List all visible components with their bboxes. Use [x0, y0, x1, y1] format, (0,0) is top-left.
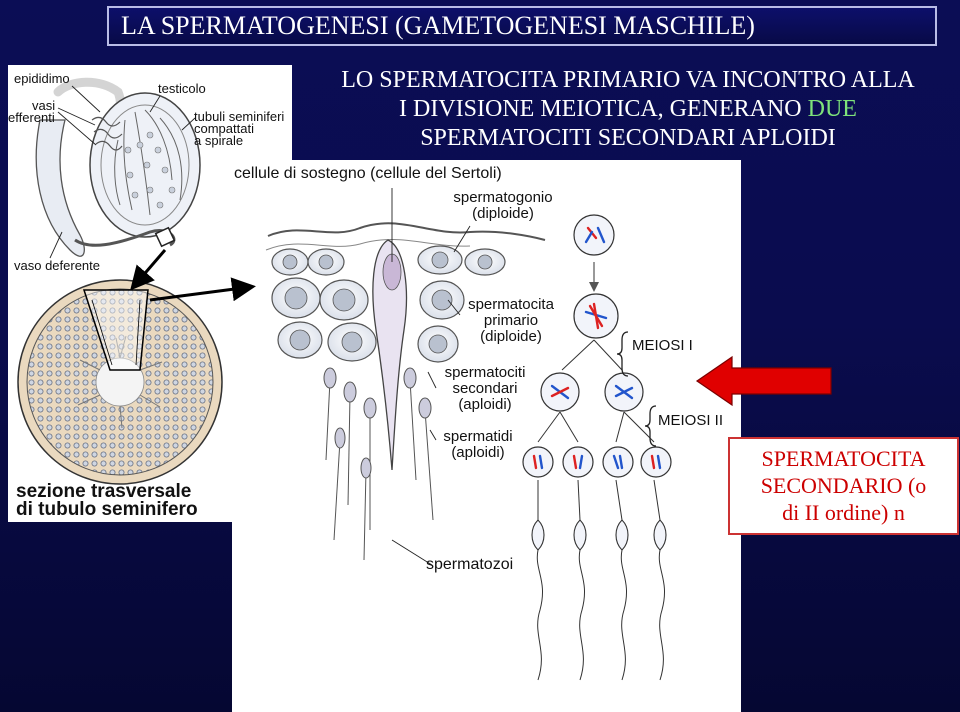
headline-highlight-due: DUE: [807, 96, 857, 122]
callout-secondary-spermatocyte: SPERMATOCITA SECONDARIO (o di II ordine)…: [728, 437, 959, 535]
arrow-to-detail: [149, 277, 256, 302]
label-spermatogonio-1: spermatogonio: [453, 189, 553, 206]
headline-line-2-text: I DIVISIONE MEIOTICA, GENERANO: [399, 96, 802, 122]
label-spermatogonio-2: (diploide): [472, 205, 534, 222]
meiosis-lineage-diagram: [522, 214, 672, 681]
label-tubuli-2: compattati: [194, 121, 254, 136]
callout-line-2: SECONDARIO (o: [760, 473, 927, 498]
label-spermatocita-2: primario: [483, 312, 539, 329]
label-epididimo: epididimo: [14, 71, 70, 86]
label-sertoli: cellule di sostegno (cellule del Sertoli…: [234, 165, 502, 182]
label-spermatidi-1: spermatidi: [443, 428, 513, 445]
callout-line-1: SPERMATOCITA: [761, 446, 926, 471]
label-efferenti: efferenti: [8, 110, 55, 125]
testis-drawing: [35, 77, 201, 259]
headline-line-1: LO SPERMATOCITA PRIMARIO VA INCONTRO ALL…: [341, 67, 915, 93]
headline-line-2: I DIVISIONE MEIOTICA, GENERANO DUE: [296, 95, 960, 124]
seminiferous-epithelium: [265, 188, 546, 566]
callout-line-3: di II ordine) n: [782, 500, 905, 525]
meiosi-2-brace: [644, 405, 657, 447]
label-spermatidi-2: (aploidi): [451, 444, 505, 461]
label-testicolo: testicolo: [158, 81, 206, 96]
label-spermatocita-1: spermatocita: [468, 296, 554, 313]
label-sezione-2: di tubulo seminifero: [16, 499, 198, 520]
headline-line-3: SPERMATOCITI SECONDARI APLOIDI: [420, 125, 836, 151]
label-meiosi-1: MEIOSI I: [632, 337, 693, 354]
label-meiosi-2: MEIOSI II: [658, 412, 724, 429]
label-spermatozoi: spermatozoi: [426, 556, 514, 573]
label-tubuli-3: a spirale: [194, 133, 244, 148]
label-secondari-3: (aploidi): [458, 396, 512, 413]
red-arrow-icon: [695, 355, 832, 407]
meiosi-1-brace: [616, 331, 629, 377]
label-vaso-deferente: vaso deferente: [14, 258, 101, 273]
tubule-cross-section: [17, 279, 223, 485]
slide-title: LA SPERMATOGENESI (GAMETOGENESI MASCHILE…: [107, 6, 937, 46]
label-secondari-1: spermatociti: [444, 364, 526, 381]
label-tubuli-1: tubuli seminiferi: [194, 109, 285, 124]
headline-text: LO SPERMATOCITA PRIMARIO VA INCONTRO ALL…: [296, 66, 960, 153]
label-vasi: vasi: [32, 98, 56, 113]
label-sezione-1: sezione trasversale: [16, 481, 192, 502]
label-spermatocita-3: (diploide): [480, 328, 542, 345]
arrow-to-section: [130, 249, 167, 291]
label-secondari-2: secondari: [452, 380, 518, 397]
